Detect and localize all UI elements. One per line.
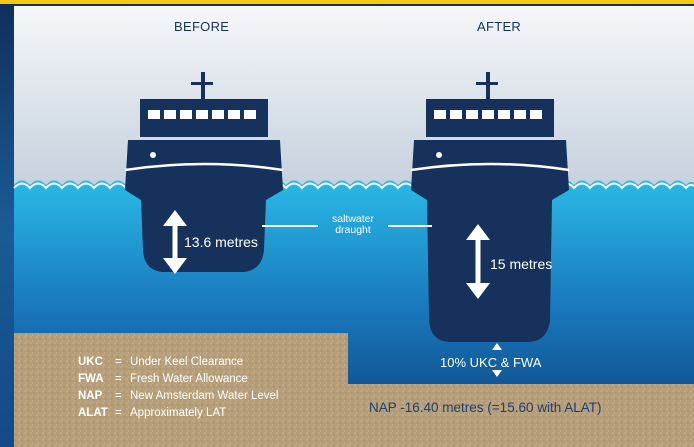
after-heading: AFTER xyxy=(477,19,522,34)
legend-text: Under Keel Clearance xyxy=(130,356,244,368)
ukc-fwa-label: 10% UKC & FWA xyxy=(440,355,542,370)
before-draught-label: 13.6 metres xyxy=(184,234,258,250)
legend: UKC = Under Keel Clearance FWA = Fresh Water… xyxy=(78,354,278,422)
draught-label-line2: draught xyxy=(335,224,371,236)
legend-row-ukc: UKC = Under Keel Clearance xyxy=(78,354,278,371)
ukc-arrow-up-icon xyxy=(492,343,502,350)
before-draught-arrow xyxy=(163,210,187,274)
draught-label-line1: saltwater xyxy=(331,213,374,225)
seabed xyxy=(14,333,694,447)
legend-equals: = xyxy=(115,373,122,385)
after-draught-label: 15 metres xyxy=(490,256,553,272)
after-draught-arrow xyxy=(466,224,490,299)
legend-text: Approximately LAT xyxy=(130,407,227,419)
saltwater-draught-label: saltwater draught xyxy=(322,214,384,236)
ship-before-windows xyxy=(148,110,256,119)
legend-text: New Amsterdam Water Level xyxy=(130,390,279,402)
ukc-arrow-down-icon xyxy=(492,370,502,377)
top-accent-bar xyxy=(0,0,694,4)
legend-abbr: UKC xyxy=(78,356,103,368)
ship-before-hull-stripe xyxy=(124,162,284,172)
legend-abbr: NAP xyxy=(78,390,103,402)
legend-row-nap: NAP = New Amsterdam Water Level xyxy=(78,388,278,405)
legend-equals: = xyxy=(115,407,122,419)
legend-row-fwa: FWA = Fresh Water Allowance xyxy=(78,371,278,388)
nap-depth-label: NAP -16.40 metres (=15.60 with ALAT) xyxy=(369,400,602,415)
ship-before-porthole xyxy=(150,152,156,158)
ship-after-hull-stripe xyxy=(410,162,570,172)
legend-text: Fresh Water Allowance xyxy=(130,373,248,385)
before-heading: BEFORE xyxy=(174,19,230,34)
legend-abbr: FWA xyxy=(78,373,104,385)
legend-abbr: ALAT xyxy=(78,407,108,419)
legend-row-alat: ALAT = Approximately LAT xyxy=(78,405,278,422)
legend-equals: = xyxy=(115,356,122,368)
ship-after-windows xyxy=(434,110,542,119)
ship-after-porthole xyxy=(436,152,442,158)
top-rule xyxy=(0,4,694,6)
left-edge-strip xyxy=(0,4,14,447)
legend-equals: = xyxy=(115,390,122,402)
